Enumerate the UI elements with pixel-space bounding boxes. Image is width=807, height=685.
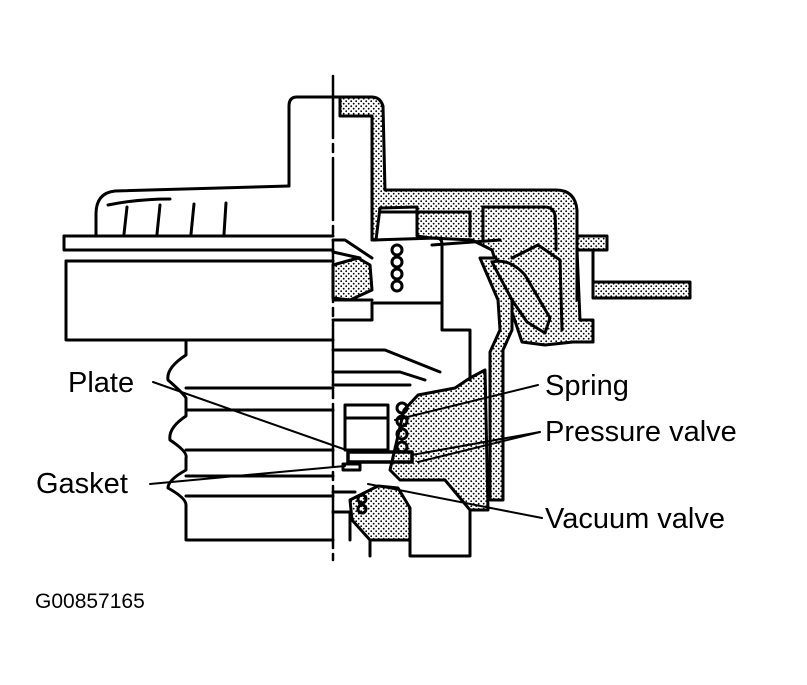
label-plate: Plate xyxy=(68,367,135,399)
pressure-valve-leader-b xyxy=(417,431,541,463)
gasket-leader xyxy=(149,465,346,485)
cap-exterior-half xyxy=(62,95,335,542)
label-vacuum-valve: Vacuum valve xyxy=(545,503,725,535)
label-gasket: Gasket xyxy=(36,468,128,500)
label-spring: Spring xyxy=(545,370,629,402)
plate-leader xyxy=(152,381,353,453)
cap-cross-section xyxy=(331,95,609,558)
label-pressure-valve: Pressure valve xyxy=(545,416,737,448)
figure-code: G00857165 xyxy=(35,590,145,613)
vacuum-valve-leader xyxy=(367,483,543,519)
overflow-tube xyxy=(591,280,692,300)
spring-leader xyxy=(394,384,539,421)
pressure-valve-leader-a xyxy=(411,431,541,456)
